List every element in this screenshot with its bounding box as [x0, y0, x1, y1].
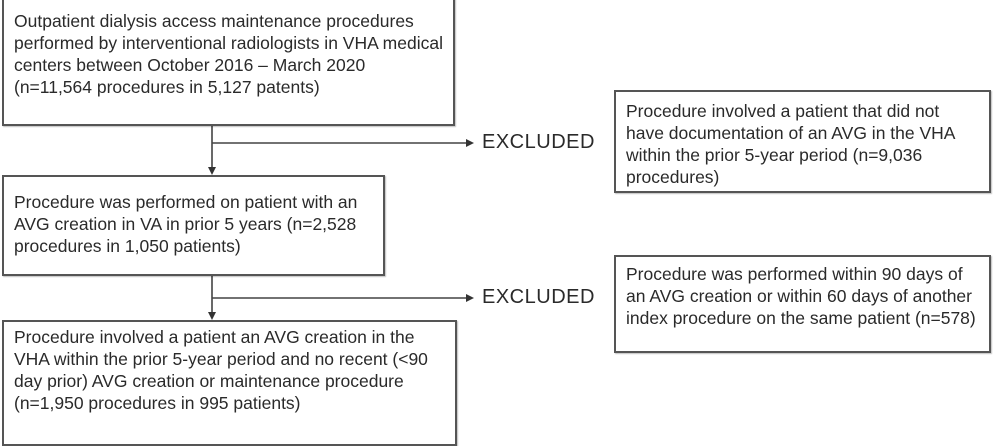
step-box-avg-cohort: Procedure was performed on patient with … — [2, 175, 385, 276]
step-text: Outpatient dialysis access maintenance p… — [14, 11, 443, 97]
exclusion-box-no-avg: Procedure involved a patient that did no… — [614, 90, 991, 193]
excluded-label: EXCLUDED — [482, 131, 595, 153]
exclusion-text: Procedure was performed within 90 days o… — [626, 264, 976, 328]
excluded-label: EXCLUDED — [482, 286, 595, 308]
arrowhead-down — [208, 167, 216, 175]
step-text: Procedure was performed on patient with … — [14, 192, 358, 256]
exclusion-text: Procedure involved a patient that did no… — [626, 101, 955, 187]
arrowhead-right — [466, 294, 474, 302]
arrowhead-right — [466, 139, 474, 147]
step-box-initial-cohort: Outpatient dialysis access maintenance p… — [2, 0, 455, 126]
step-box-final-cohort: Procedure involved a patient an AVG crea… — [2, 320, 457, 446]
step-text: Procedure involved a patient an AVG crea… — [14, 327, 428, 413]
exclusion-box-recent-procedure: Procedure was performed within 90 days o… — [614, 255, 991, 353]
arrowhead-down — [208, 312, 216, 320]
